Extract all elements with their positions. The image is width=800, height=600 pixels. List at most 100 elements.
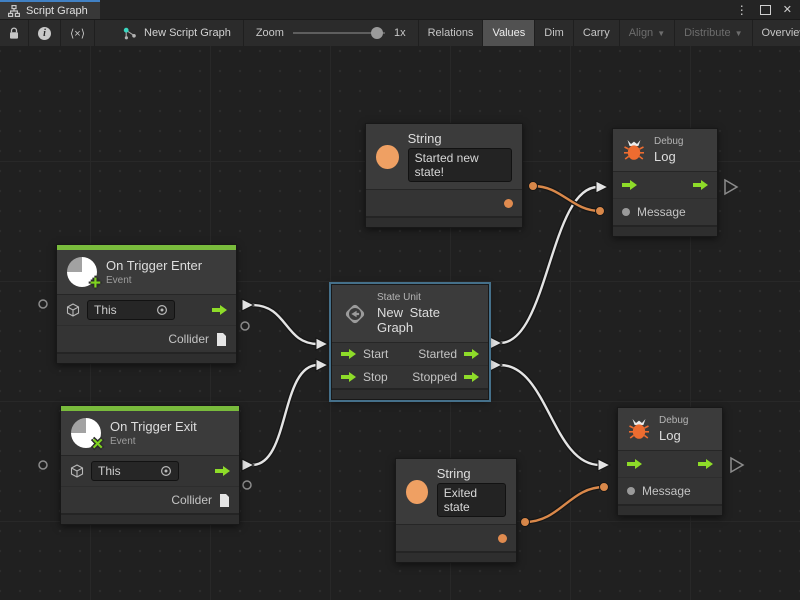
align-dropdown[interactable]: Align▼ — [618, 20, 674, 46]
node-title: String — [407, 131, 442, 146]
node-debug-log-bottom[interactable]: Debug Log Message — [617, 407, 723, 516]
tab-script-graph[interactable]: Script Graph — [0, 0, 100, 19]
distribute-dropdown[interactable]: Distribute▼ — [674, 20, 751, 46]
file-icon — [216, 332, 227, 346]
node-header: State Unit New State Graph — [332, 285, 488, 343]
string-value-input[interactable]: Started new state! — [407, 148, 512, 182]
output-port-row — [396, 525, 516, 551]
chevron-down-icon: ▼ — [734, 28, 743, 38]
hierarchy-icon — [8, 4, 20, 17]
node-state-unit[interactable]: State Unit New State Graph Start Started — [331, 284, 489, 400]
node-footer — [618, 504, 722, 515]
node-footer — [61, 513, 239, 524]
close-icon[interactable]: ✕ — [782, 4, 792, 16]
collider-port-row: Collider — [57, 325, 236, 352]
dim-toggle[interactable]: Dim — [534, 20, 573, 46]
zoom-slider-knob[interactable] — [370, 27, 383, 39]
menu-dots-icon[interactable]: ⋮ — [735, 2, 748, 17]
wire-started-to-log[interactable] — [489, 180, 610, 350]
target-icon — [160, 465, 172, 477]
node-kind: Debug — [654, 136, 684, 147]
window-controls: ⋮ ✕ — [736, 0, 800, 19]
port-label: Collider — [171, 493, 212, 507]
wire-string-to-message-bottom[interactable] — [520, 482, 609, 527]
node-title: New State Graph — [377, 305, 440, 335]
node-header: ✕ On Trigger Exit Event — [61, 411, 239, 456]
node-string-top[interactable]: String Started new state! — [365, 123, 523, 228]
node-header: + On Trigger Enter Event — [57, 250, 236, 295]
flow-output-port[interactable] — [215, 466, 230, 476]
wire-enter-to-start[interactable] — [241, 298, 330, 351]
lock-button[interactable] — [0, 20, 29, 46]
node-string-bottom[interactable]: String Exited state — [395, 458, 517, 563]
maximize-icon[interactable] — [759, 4, 771, 15]
file-icon — [219, 493, 230, 507]
zoom-slider-track — [292, 32, 385, 34]
node-title: On Trigger Enter — [106, 258, 203, 273]
flow-port-row — [618, 451, 722, 477]
code-preview-button[interactable]: ⟨×⟩ — [61, 20, 96, 46]
event-accent-bar — [57, 245, 236, 250]
info-button[interactable]: i — [29, 20, 61, 46]
string-output-port[interactable] — [504, 198, 513, 208]
flow-port-row — [613, 172, 717, 198]
relations-toggle[interactable]: Relations — [417, 20, 483, 46]
target-object-field[interactable]: This — [87, 300, 175, 320]
zoom-value: 1x — [393, 27, 406, 39]
node-on-trigger-exit[interactable]: ✕ On Trigger Exit Event This — [60, 405, 240, 525]
wire-string-to-message-top[interactable] — [528, 181, 605, 216]
wire-exit-to-stop[interactable] — [241, 358, 330, 472]
flow-output-port[interactable] — [464, 349, 479, 359]
port-label: Stopped — [412, 370, 457, 384]
node-kind: Debug — [659, 415, 689, 426]
flow-output-port[interactable] — [464, 372, 479, 382]
target-object-field[interactable]: This — [91, 461, 179, 481]
node-header: String Started new state! — [366, 124, 522, 190]
flow-output-port[interactable] — [212, 305, 227, 315]
flow-input-port[interactable] — [341, 372, 356, 382]
flow-input-port[interactable] — [622, 180, 637, 190]
node-footer — [396, 551, 516, 562]
code-icon: ⟨×⟩ — [70, 27, 86, 40]
node-header: String Exited state — [396, 459, 516, 525]
node-title: Log — [659, 428, 681, 443]
zoom-label: Zoom — [255, 27, 284, 39]
chevron-down-icon: ▼ — [657, 28, 666, 38]
carry-toggle[interactable]: Carry — [572, 20, 619, 46]
port-label: Start — [363, 347, 389, 361]
graph-breadcrumb[interactable]: New Script Graph — [111, 20, 244, 46]
node-footer — [613, 225, 717, 236]
string-value-input[interactable]: Exited state — [436, 483, 506, 517]
start-port-row: Start Started — [332, 343, 488, 365]
message-input-port[interactable] — [627, 487, 635, 495]
string-output-port[interactable] — [498, 533, 507, 543]
flow-input-port[interactable] — [627, 459, 642, 469]
cube-icon — [66, 303, 80, 317]
bug-icon — [628, 418, 650, 440]
collider-port-row: Collider — [61, 486, 239, 513]
graph-canvas[interactable]: String Started new state! — [0, 46, 800, 600]
output-port-row — [366, 190, 522, 216]
zoom-slider[interactable] — [292, 27, 385, 39]
state-unit-icon — [342, 301, 368, 327]
wire-stopped-to-log[interactable] — [489, 358, 612, 472]
target-port-row: This — [61, 456, 239, 486]
node-debug-log-top[interactable]: Debug Log Message — [612, 128, 718, 237]
values-toggle[interactable]: Values — [482, 20, 535, 46]
port-label: Collider — [168, 332, 209, 346]
node-footer — [366, 216, 522, 227]
string-type-icon — [406, 479, 428, 504]
node-header: Debug Log — [618, 408, 722, 451]
tab-bar: Script Graph ⋮ ✕ — [0, 0, 800, 19]
node-on-trigger-enter[interactable]: + On Trigger Enter Event This — [56, 244, 237, 364]
flow-input-port[interactable] — [341, 349, 356, 359]
unconnected-port-markers — [38, 178, 745, 490]
port-label: Message — [637, 205, 686, 219]
node-title: On Trigger Exit — [110, 419, 197, 434]
overview-button[interactable]: Overview — [751, 20, 800, 46]
message-port-row: Message — [613, 198, 717, 225]
message-input-port[interactable] — [622, 208, 630, 216]
flow-output-port[interactable] — [693, 180, 708, 190]
bug-icon — [623, 139, 645, 161]
flow-output-port[interactable] — [698, 459, 713, 469]
